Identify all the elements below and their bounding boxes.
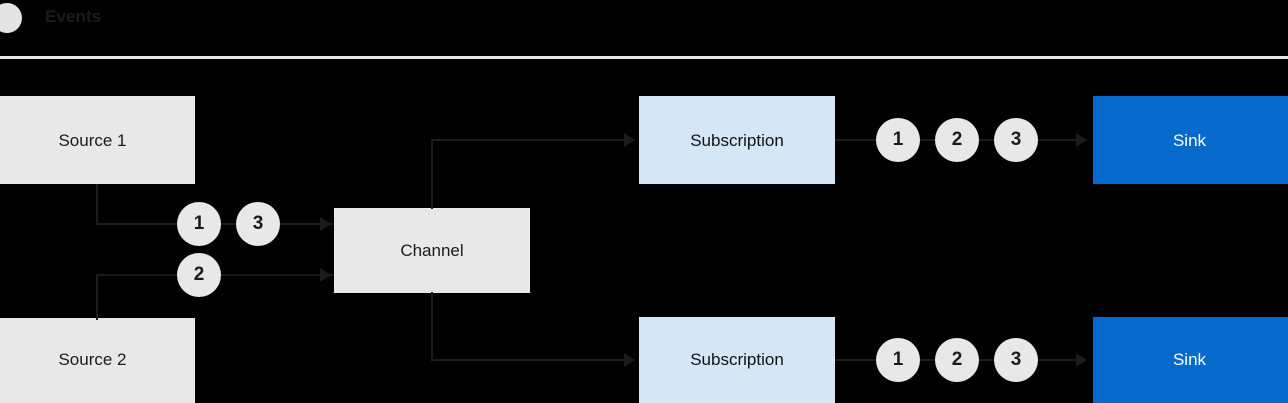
node-sink-top-label: Sink [1172, 130, 1207, 150]
header-divider [0, 56, 1288, 59]
event-token: 2 [177, 253, 221, 297]
event-token: 3 [994, 118, 1038, 162]
arrowhead-channel-to-subscription-top [624, 133, 635, 147]
connector-channel-top-horizontal [431, 139, 627, 141]
event-token: 2 [935, 118, 979, 162]
event-token: 1 [177, 202, 221, 246]
node-source-2[interactable]: Source 2 [0, 318, 195, 403]
node-channel[interactable]: Channel [334, 208, 530, 293]
node-sink-bottom-label: Sink [1172, 349, 1207, 369]
event-token: 3 [236, 202, 280, 246]
event-token: 3 [994, 338, 1038, 382]
page-title: Events [45, 7, 102, 26]
node-subscription-bottom-label: Subscription [690, 349, 784, 369]
connector-source2-vertical [96, 274, 98, 320]
node-subscription-bottom[interactable]: Subscription [639, 317, 835, 403]
connector-channel-bottom-vertical [431, 292, 433, 361]
arrowhead-channel-to-subscription-bottom [624, 353, 635, 367]
node-source-1-label: Source 1 [58, 130, 127, 150]
arrowhead-subscription-bottom-to-sink [1076, 353, 1087, 367]
node-source-1[interactable]: Source 1 [0, 96, 195, 184]
node-subscription-top-label: Subscription [690, 130, 784, 150]
connector-channel-bottom-horizontal [431, 359, 627, 361]
arrowhead-source1-to-channel [320, 217, 331, 231]
status-dot-icon [0, 3, 22, 33]
node-sink-top[interactable]: Sink [1093, 96, 1288, 184]
connector-channel-top-vertical [431, 140, 433, 209]
node-source-2-label: Source 2 [58, 350, 127, 369]
node-channel-label: Channel [400, 241, 464, 260]
arrowhead-subscription-top-to-sink [1076, 133, 1087, 147]
event-token: 1 [876, 338, 920, 382]
node-subscription-top[interactable]: Subscription [639, 96, 835, 184]
arrowhead-source2-to-channel [320, 268, 331, 282]
event-token: 1 [876, 118, 920, 162]
event-token: 2 [935, 338, 979, 382]
node-sink-bottom[interactable]: Sink [1093, 317, 1288, 403]
connector-source1-vertical [96, 184, 98, 225]
